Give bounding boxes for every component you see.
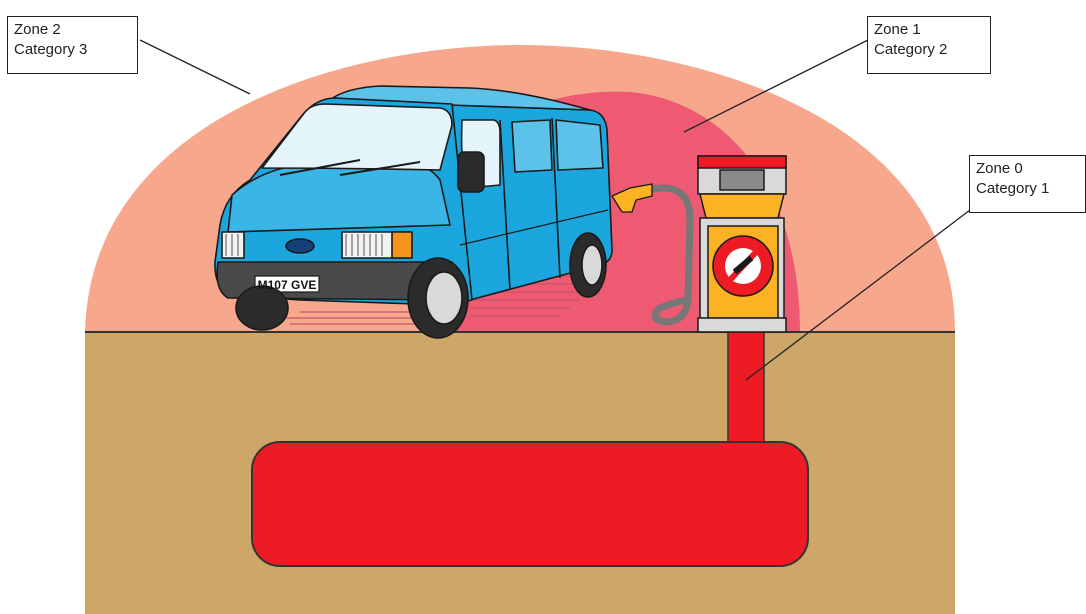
- pump-display: [720, 170, 764, 190]
- van-indicator: [392, 232, 412, 258]
- zone-2-title: Zone 2: [14, 20, 131, 40]
- fill-pipe: [728, 332, 764, 448]
- underground-tank: [252, 442, 808, 566]
- van-grille-left: [222, 232, 244, 258]
- zone-0-label: Zone 0 Category 1: [969, 155, 1086, 213]
- zone-1-category: Category 2: [874, 40, 984, 60]
- zone-2-leader: [140, 40, 250, 94]
- zone-1-label: Zone 1 Category 2: [867, 16, 991, 74]
- pump-base: [698, 318, 786, 332]
- no-smoking-icon: [713, 236, 773, 296]
- zone-2-label: Zone 2 Category 3: [7, 16, 138, 74]
- van-front-wheel: [236, 286, 288, 330]
- zone-0-title: Zone 0: [976, 159, 1079, 179]
- zone-0-category: Category 1: [976, 179, 1079, 199]
- van-badge: [286, 239, 314, 253]
- van-plate-text: M107 GVE: [258, 278, 317, 292]
- van-mirror: [458, 152, 484, 192]
- zone-2-category: Category 3: [14, 40, 131, 60]
- zone-1-title: Zone 1: [874, 20, 984, 40]
- pump-yellow-band: [700, 194, 784, 218]
